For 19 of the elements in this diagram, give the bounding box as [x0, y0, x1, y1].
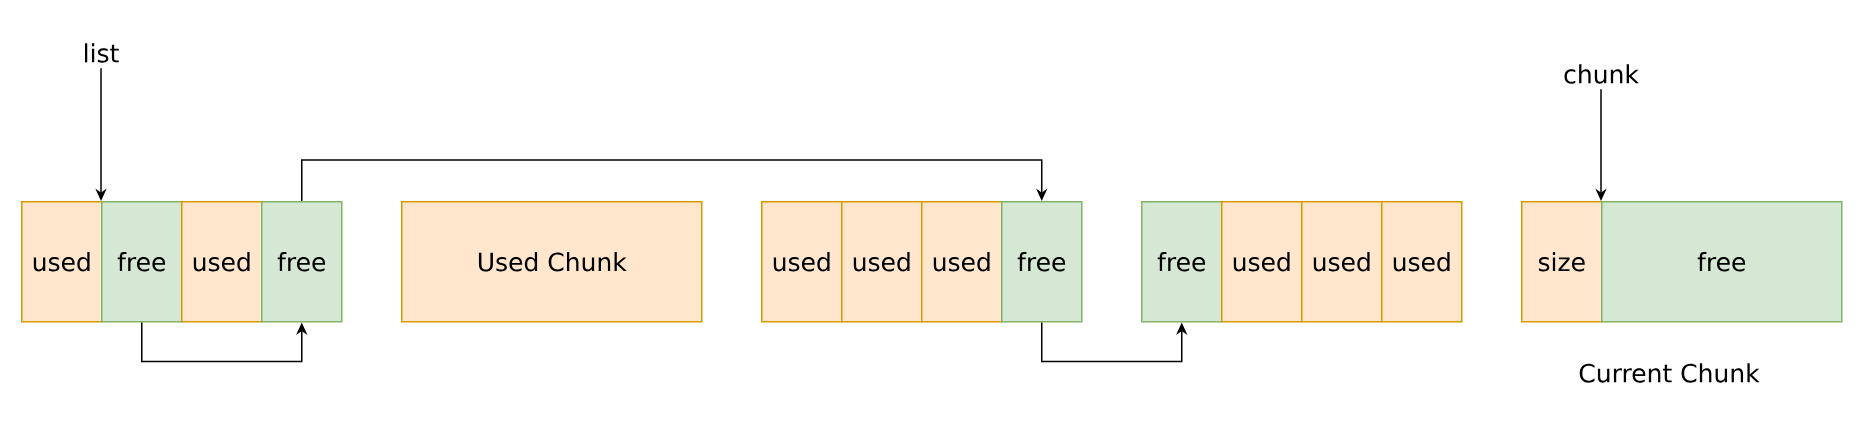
- caption-text: Current Chunk: [1579, 363, 1760, 383]
- memory-cell: Used Chunk: [401, 201, 703, 323]
- memory-cell: free: [1001, 201, 1083, 323]
- label-text: list: [85, 43, 119, 63]
- memory-cell: used: [761, 201, 843, 323]
- memory-cell: free: [1601, 201, 1843, 323]
- label-text: chunk: [1564, 64, 1639, 84]
- memory-cell: used: [921, 201, 1003, 323]
- memory-cell: free: [261, 201, 343, 323]
- arrow: [301, 159, 1048, 202]
- memory-cell: used: [181, 201, 263, 323]
- memory-cell: used: [21, 201, 103, 323]
- memory-cell: used: [1301, 201, 1383, 323]
- memory-cell: used: [1381, 201, 1463, 323]
- memory-cell: used: [1221, 201, 1303, 323]
- memory-cell: free: [1141, 201, 1223, 323]
- memory-cell: used: [841, 201, 923, 323]
- memory-cell: size: [1521, 201, 1603, 323]
- memory-cell: free: [101, 201, 183, 323]
